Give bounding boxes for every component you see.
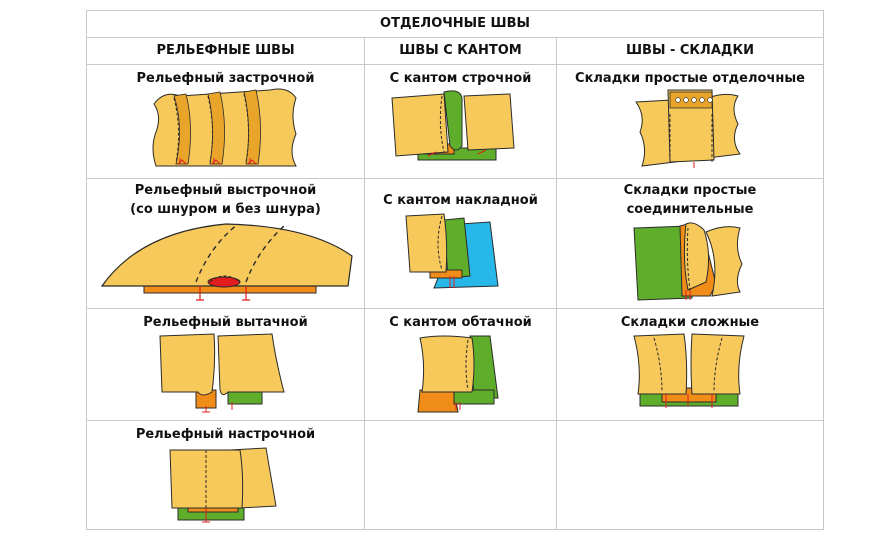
table-title: ОТДЕЛОЧНЫЕ ШВЫ	[380, 16, 530, 31]
label-skladki-otdelochnye: Складки простые отделочные	[575, 71, 805, 86]
seam-illustration-relief-vystrochnoy	[100, 223, 353, 301]
label-skladki-slozhnye: Складки сложные	[620, 315, 760, 330]
label-relief-vytachnoy: Рельефный вытачной	[143, 315, 308, 330]
seams-table: ОТДЕЛОЧНЫЕ ШВЫ РЕЛЬЕФНЫЕ ШВЫ ШВЫ С КАНТО…	[86, 10, 824, 530]
label-kant-obtachnoy: С кантом обтачной	[389, 315, 532, 330]
divider	[87, 308, 823, 309]
divider	[87, 64, 823, 65]
seam-illustration-relief-vytachnoy	[159, 333, 285, 413]
label-line: Складки простые	[623, 183, 757, 198]
divider	[87, 37, 823, 38]
label-relief-vystrochnoy: Рельефный выстрочной (со шнуром и без шн…	[87, 181, 364, 219]
label-relief-zastrochnoy: Рельефный застрочной	[136, 71, 315, 86]
label-line: (со шнуром и без шнура)	[130, 202, 321, 217]
seam-illustration-kant-obtachnoy	[417, 335, 499, 413]
seam-illustration-skladki-otdelochnye	[635, 89, 741, 168]
divider	[87, 178, 823, 179]
label-line: соединительные	[626, 202, 754, 217]
seam-illustration-kant-nakladnoy	[405, 213, 499, 289]
label-kant-strochnoy: С кантом строчной	[389, 71, 532, 86]
seam-illustration-skladki-slozhnye	[633, 333, 745, 408]
seam-illustration-relief-zastrochnoy	[152, 88, 297, 167]
column-header-relief: РЕЛЬЕФНЫЕ ШВЫ	[156, 43, 295, 58]
seam-illustration-skladki-soedinitelnye	[633, 222, 743, 301]
label-skladki-soedinitelnye: Складки простые соединительные	[557, 181, 823, 219]
label-relief-nastrochnoy: Рельефный настрочной	[135, 427, 316, 442]
seam-illustration-kant-strochnoy	[391, 90, 515, 161]
label-line: Рельефный выстрочной	[134, 183, 317, 198]
seam-illustration-relief-nastrochnoy	[169, 447, 277, 523]
divider	[87, 420, 823, 421]
divider	[556, 38, 557, 529]
label-kant-nakladnoy: С кантом накладной	[383, 193, 538, 208]
column-header-skladki: ШВЫ - СКЛАДКИ	[626, 43, 754, 58]
divider	[364, 38, 365, 529]
column-header-kant: ШВЫ С КАНТОМ	[399, 43, 522, 58]
